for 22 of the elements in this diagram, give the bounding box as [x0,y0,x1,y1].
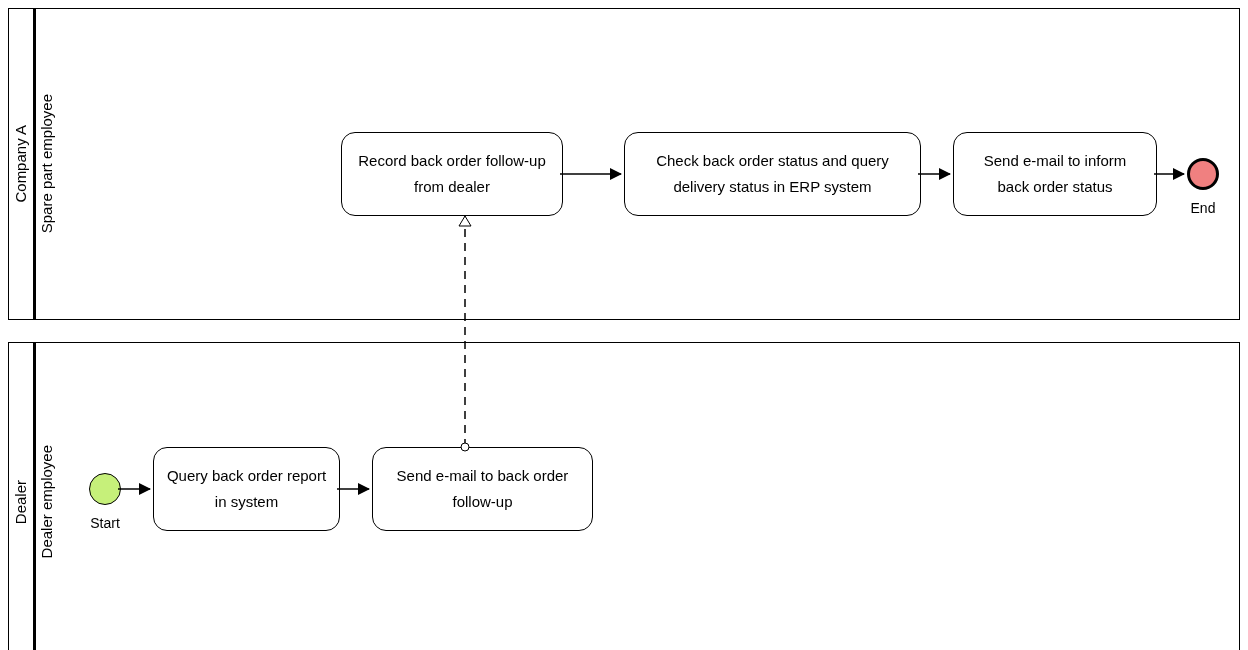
lane-label: Dealer [10,479,30,525]
task-label: Send e-mail to inform back order status [982,151,1128,197]
task-box [372,447,593,531]
sequence-flow-arrow [559,168,622,180]
lane-label: Dealer employee [36,445,56,559]
task-box [953,132,1157,216]
sequence-flow-arrow [1153,168,1185,180]
event-label: End [1189,199,1217,218]
sequence-flow-arrow [336,483,370,495]
task-label: Record back order follow-up from dealer [357,151,547,197]
lane-label: Company A [10,125,30,203]
event-label: Start [89,514,121,533]
task-label: Check back order status and query delivery status in ERP system [655,151,890,197]
task-label: Send e-mail to back order follow-up [395,466,570,512]
task-label: Query back order report in system [166,466,327,512]
lane-label: Spare part employee [36,94,56,234]
message-flow-arrow [458,215,472,452]
sequence-flow-arrow [117,483,151,495]
task-box [624,132,921,216]
sequence-flow-arrow [917,168,951,180]
task-box [153,447,340,531]
task-box [341,132,563,216]
